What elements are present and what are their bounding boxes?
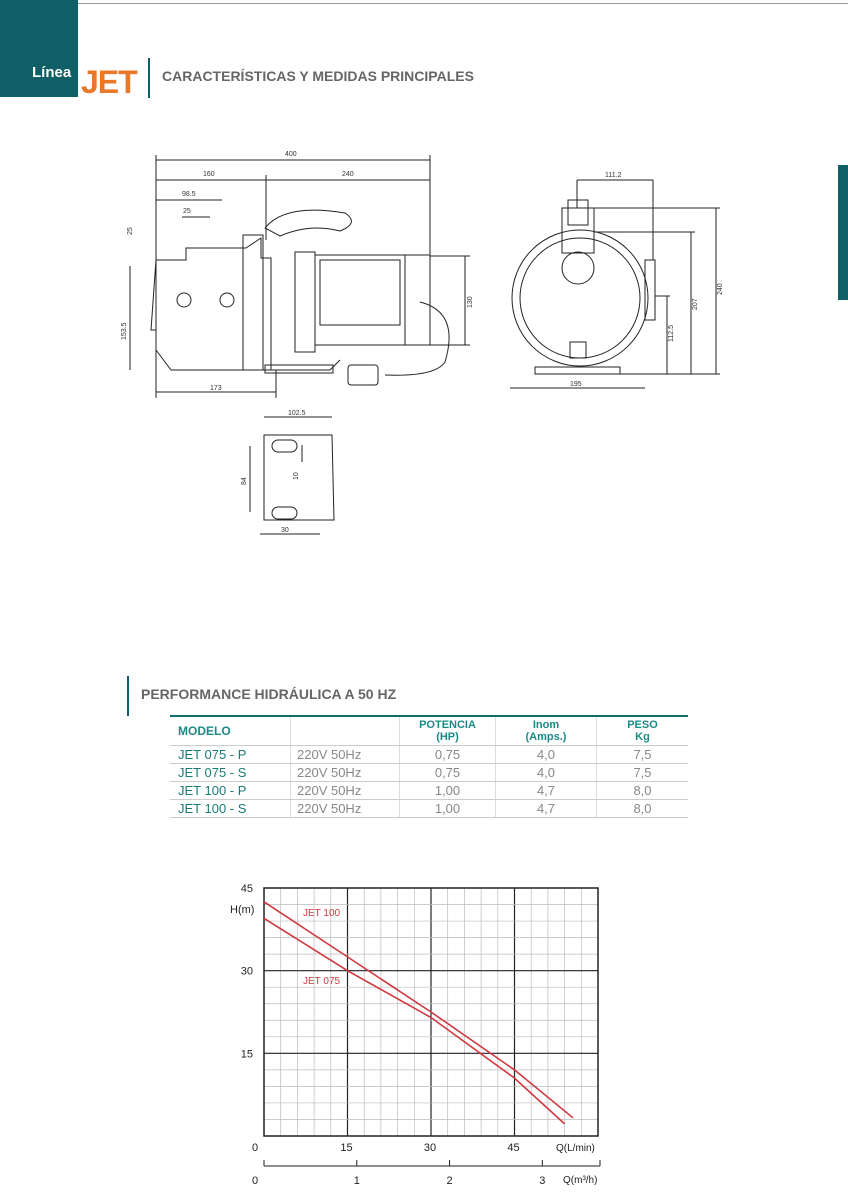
section-divider — [127, 676, 129, 716]
brand-block — [0, 0, 78, 97]
cell-hp: 0,75 — [399, 763, 496, 782]
x2-tick-label: 0 — [252, 1175, 258, 1187]
dim-400: 400 — [285, 151, 297, 158]
cell-kg: 8,0 — [596, 799, 688, 818]
y-tick-label: 15 — [241, 1048, 253, 1060]
col-inom: Inom(Amps.) — [495, 716, 597, 746]
series-label: JET 100 — [303, 908, 340, 919]
inom-unit: (Amps.) — [525, 731, 567, 743]
x2-tick-label: 1 — [354, 1175, 360, 1187]
cell-hp: 1,00 — [399, 781, 496, 800]
series-line-jet-075 — [263, 917, 566, 1125]
cell-kg: 8,0 — [596, 781, 688, 800]
dim-195: 195 — [570, 381, 582, 388]
cell-modelo: JET 100 - P — [170, 781, 291, 800]
y-tick-label: 45 — [241, 883, 253, 895]
x2-axis-label: Q(m³/h) — [563, 1175, 597, 1186]
page-title: CARACTERÍSTICAS Y MEDIDAS PRINCIPALES — [162, 68, 474, 84]
x-tick-label: 45 — [507, 1142, 519, 1154]
dim-240: 240 — [342, 171, 354, 178]
dim-173: 173 — [210, 385, 222, 392]
col-tension — [290, 716, 400, 746]
potencia-label: POTENCIA — [419, 719, 476, 731]
side-tab-marker — [838, 165, 848, 300]
section-title: PERFORMANCE HIDRÁULICA A 50 HZ — [141, 686, 397, 702]
potencia-unit: (HP) — [436, 731, 459, 743]
x-tick-label: 30 — [424, 1142, 436, 1154]
cell-tension: 220V 50Hz — [290, 763, 400, 782]
cell-amps: 4,0 — [495, 763, 597, 782]
y-tick-label: 30 — [241, 966, 253, 978]
peso-label: PESO — [627, 719, 658, 731]
top-rule — [78, 3, 848, 4]
dim-112-5: 112.5 — [668, 325, 675, 342]
x2-tick-label: 3 — [539, 1175, 545, 1187]
col-modelo: MODELO — [170, 716, 291, 746]
line-prefix: Línea — [32, 64, 72, 81]
brand-name: JET — [81, 64, 138, 100]
dim-10: 10 — [293, 472, 300, 480]
series-label: JET 075 — [303, 976, 340, 987]
cell-amps: 4,0 — [495, 745, 597, 764]
x-axis-label: Q(L/min) — [556, 1143, 595, 1154]
inom-label: Inom — [532, 719, 560, 731]
x2-tick-label: 2 — [446, 1175, 452, 1187]
title-divider — [148, 58, 150, 98]
side-view-drawing: 400 160 240 98.5 25 25 153.5 130 173 — [121, 151, 474, 398]
cell-modelo: JET 075 - S — [170, 763, 291, 782]
dim-153-5: 153.5 — [121, 322, 128, 340]
cell-amps: 4,7 — [495, 781, 597, 800]
cell-tension: 220V 50Hz — [290, 781, 400, 800]
plot-frame — [263, 887, 599, 1137]
cell-tension: 220V 50Hz — [290, 799, 400, 818]
dim-25: 25 — [183, 208, 191, 215]
series-line-jet-100 — [263, 901, 574, 1119]
peso-unit: Kg — [635, 731, 650, 743]
cell-kg: 7,5 — [596, 763, 688, 782]
dim-111-2: 111.2 — [605, 172, 622, 179]
base-view-drawing: 102.5 84 10 30 — [241, 410, 335, 535]
dim-98-5: 98.5 — [182, 191, 196, 198]
dim-207: 207 — [692, 298, 699, 310]
cell-tension: 220V 50Hz — [290, 745, 400, 764]
dim-130: 130 — [467, 296, 474, 308]
dim-25-vertical: 25 — [127, 227, 134, 235]
x-origin-label: 0 — [252, 1142, 258, 1154]
dim-160: 160 — [203, 171, 215, 178]
cell-hp: 0,75 — [399, 745, 496, 764]
dim-84: 84 — [241, 477, 248, 485]
dim-102-5: 102.5 — [288, 410, 306, 417]
cell-hp: 1,00 — [399, 799, 496, 818]
dim-30: 30 — [281, 527, 289, 534]
cell-modelo: JET 075 - P — [170, 745, 291, 764]
y-axis-label: H(m) — [230, 904, 254, 916]
col-potencia: POTENCIA(HP) — [399, 716, 496, 746]
cell-amps: 4,7 — [495, 799, 597, 818]
cell-kg: 7,5 — [596, 745, 688, 764]
dim-240-front: 240 — [717, 283, 724, 295]
cell-modelo: JET 100 - S — [170, 799, 291, 818]
front-view-drawing: 111.2 240 207 112.5 195 — [510, 172, 724, 389]
x-tick-label: 15 — [340, 1142, 352, 1154]
